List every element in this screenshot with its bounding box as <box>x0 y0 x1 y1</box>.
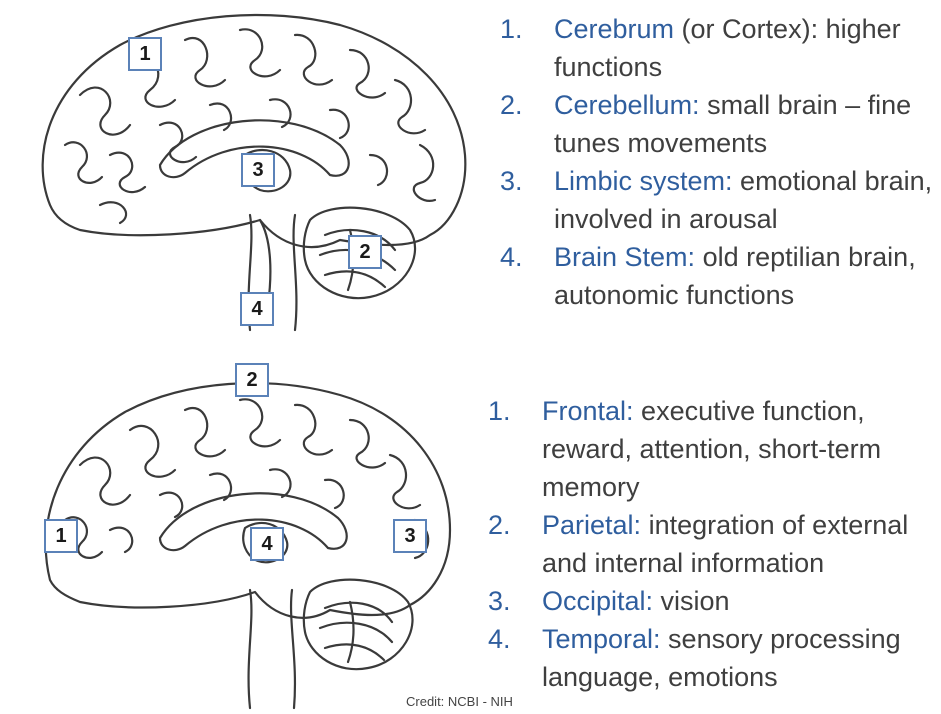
top-legend: 1. Cerebrum (or Cortex): higher function… <box>500 10 940 314</box>
legend-number: 2. <box>500 86 523 124</box>
top-label-brain-stem: 4 <box>240 292 274 326</box>
legend-term: Temporal: <box>542 624 661 654</box>
top-label-limbic-system: 3 <box>241 153 275 187</box>
legend-number: 1. <box>500 10 523 48</box>
legend-term: Occipital: <box>542 586 653 616</box>
bottom-legend: 1. Frontal: executive function, reward, … <box>488 392 938 696</box>
legend-term: Brain Stem: <box>554 242 695 272</box>
legend-item-limbic-system: 3. Limbic system: emotional brain, invol… <box>500 162 940 238</box>
legend-term: Cerebellum: <box>554 90 700 120</box>
legend-number: 4. <box>500 238 523 276</box>
legend-item-cerebellum: 2. Cerebellum: small brain – fine tunes … <box>500 86 940 162</box>
legend-description: vision <box>653 586 730 616</box>
legend-number: 3. <box>488 582 511 620</box>
legend-item-occipital: 3. Occipital: vision <box>488 582 938 620</box>
legend-number: 1. <box>488 392 511 430</box>
legend-item-temporal: 4. Temporal: sensory processing language… <box>488 620 938 696</box>
legend-term: Parietal: <box>542 510 641 540</box>
bottom-label-frontal: 1 <box>44 519 78 553</box>
legend-item-cerebrum: 1. Cerebrum (or Cortex): higher function… <box>500 10 940 86</box>
legend-number: 4. <box>488 620 511 658</box>
bottom-label-temporal: 4 <box>250 527 284 561</box>
legend-term: Frontal: <box>542 396 634 426</box>
legend-item-frontal: 1. Frontal: executive function, reward, … <box>488 392 938 506</box>
legend-term: Cerebrum <box>554 14 674 44</box>
bottom-label-occipital: 3 <box>393 519 427 553</box>
legend-item-brain-stem: 4. Brain Stem: old reptilian brain, auto… <box>500 238 940 314</box>
top-label-cerebrum: 1 <box>128 37 162 71</box>
top-label-cerebellum: 2 <box>348 235 382 269</box>
image-credit: Credit: NCBI - NIH <box>406 694 513 709</box>
legend-number: 2. <box>488 506 511 544</box>
legend-term: Limbic system: <box>554 166 733 196</box>
legend-item-parietal: 2. Parietal: integration of external and… <box>488 506 938 582</box>
legend-number: 3. <box>500 162 523 200</box>
bottom-label-parietal: 2 <box>235 363 269 397</box>
